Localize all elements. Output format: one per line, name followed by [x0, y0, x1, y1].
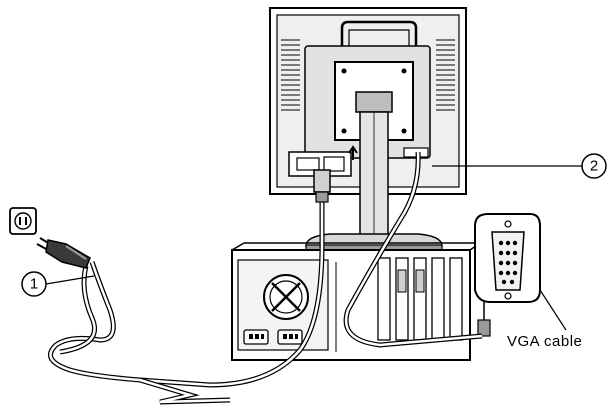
vga-cable-label: VGA cable	[507, 333, 582, 350]
vga-label-leader	[539, 289, 567, 331]
computer-rear	[231, 242, 481, 361]
monitor-power-connector	[313, 169, 331, 203]
callout-2: 2	[432, 153, 607, 179]
callout-2-number: 2	[590, 158, 598, 175]
power-cord	[47, 188, 325, 405]
vent-right	[436, 39, 455, 111]
slot-ports	[397, 269, 425, 293]
outlet-icon	[9, 207, 37, 235]
vent-left	[281, 39, 300, 111]
fan-icon	[263, 274, 309, 320]
callout-1: 1	[21, 271, 95, 297]
callout-1-number: 1	[30, 276, 38, 293]
vga-cable	[343, 151, 483, 348]
vga-connector-icon	[474, 213, 541, 337]
psu-socket-icon	[243, 329, 303, 345]
monitor-back	[269, 7, 467, 195]
plug-icon	[36, 237, 91, 269]
